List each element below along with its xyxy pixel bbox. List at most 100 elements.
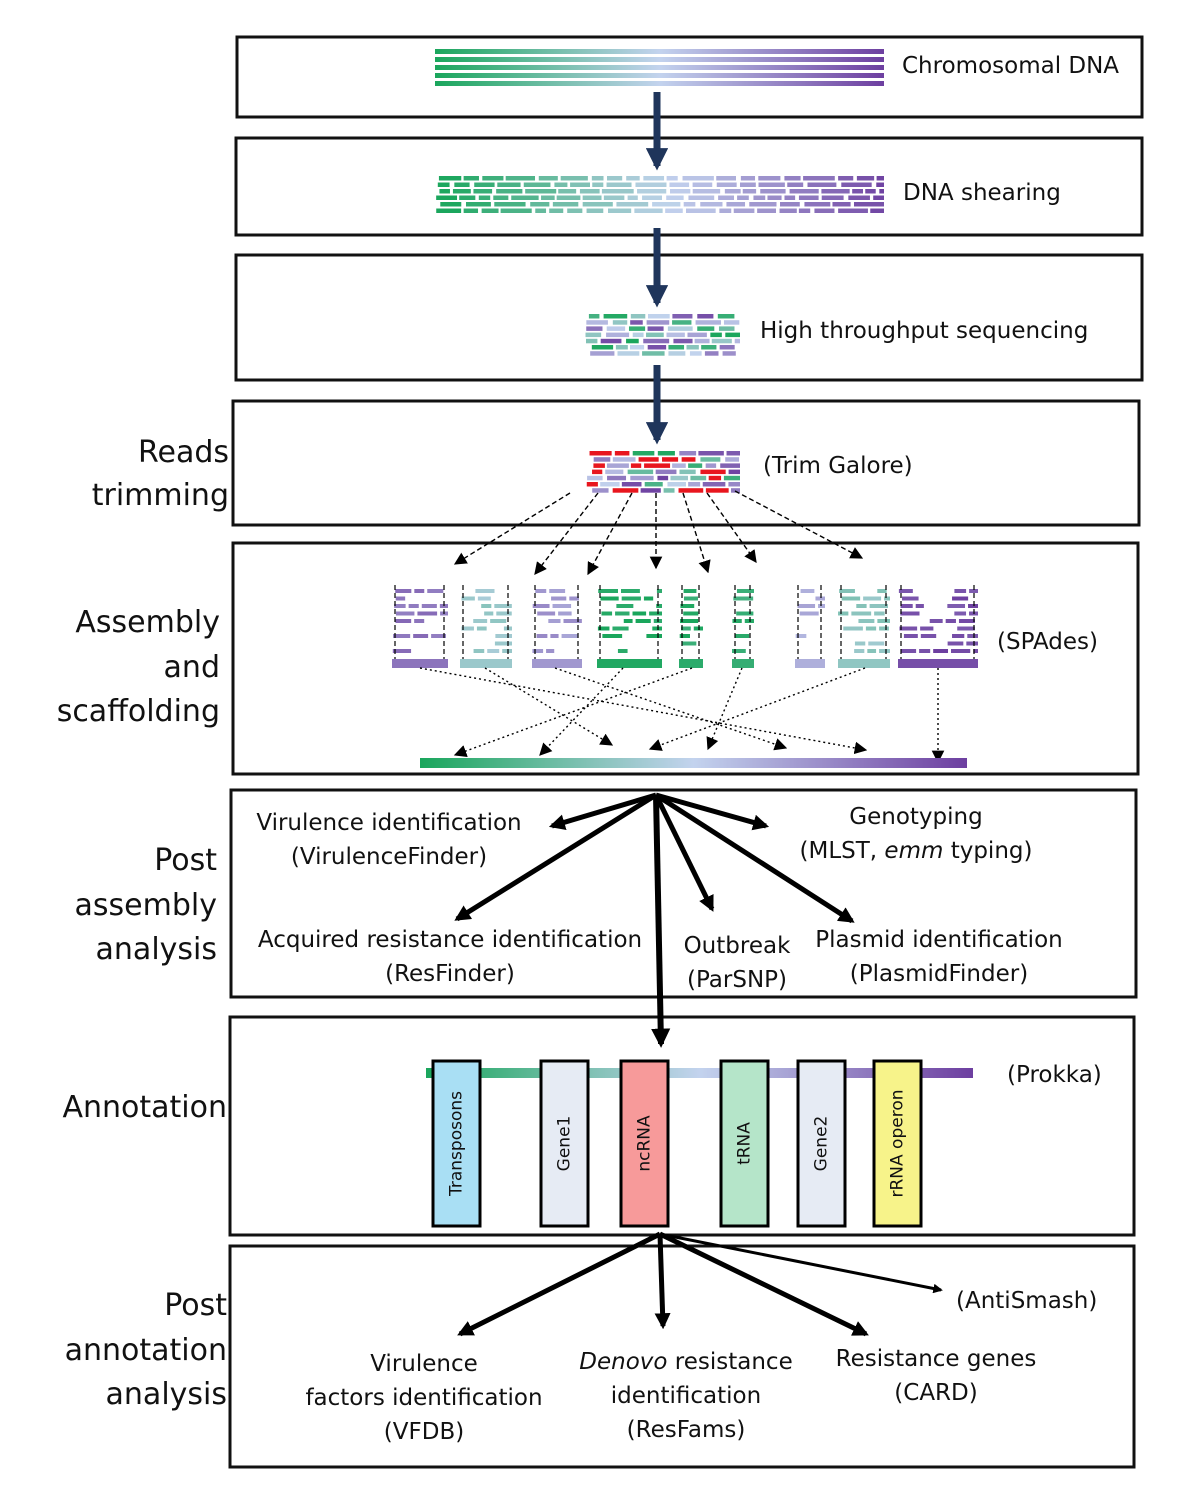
dna-fragment bbox=[482, 176, 504, 181]
trimmed-read bbox=[702, 482, 726, 487]
sequence-read bbox=[647, 314, 670, 319]
dna-fragment bbox=[848, 195, 870, 200]
resfams-label: (ResFams) bbox=[627, 1417, 746, 1443]
sequence-read bbox=[630, 314, 646, 319]
sequence-read bbox=[630, 320, 643, 325]
dna-fragment bbox=[465, 202, 491, 207]
sequence-read bbox=[646, 332, 664, 338]
trimmed-read bbox=[725, 457, 740, 462]
dna-fragment bbox=[852, 189, 864, 194]
contig-read bbox=[815, 596, 825, 601]
contig-read bbox=[413, 634, 429, 638]
contig-bar bbox=[795, 659, 825, 668]
post-assembly-box bbox=[229, 788, 1138, 999]
dna-fragment bbox=[494, 202, 526, 207]
genotyping-methods-label: (MLST, emm typing) bbox=[800, 838, 1033, 864]
contig-read bbox=[476, 626, 487, 631]
dna-fragment bbox=[558, 189, 577, 194]
contig-read bbox=[799, 611, 819, 616]
trimmed-read bbox=[657, 475, 669, 481]
scaffold-bar bbox=[420, 758, 967, 768]
contig-read bbox=[865, 626, 877, 631]
trimmed-read bbox=[657, 451, 675, 456]
post-annotation-side-label-2: annotation bbox=[65, 1333, 227, 1368]
contig-read bbox=[877, 589, 887, 593]
sequence-read bbox=[734, 338, 740, 344]
contig-read bbox=[973, 649, 978, 653]
contig-read bbox=[868, 641, 885, 646]
trimmed-read bbox=[690, 475, 707, 481]
dna-fragment bbox=[865, 189, 876, 194]
contig-read bbox=[795, 634, 807, 638]
sequence-read bbox=[628, 326, 646, 331]
dna-fragment bbox=[556, 195, 581, 200]
contig-read bbox=[561, 634, 578, 638]
dna-fragment bbox=[779, 208, 797, 213]
dna-fragment bbox=[440, 202, 462, 207]
sequence-read bbox=[668, 351, 686, 356]
contig-read bbox=[649, 611, 662, 616]
dna-fragment bbox=[670, 189, 691, 194]
dna-fragment bbox=[784, 195, 796, 200]
contig-read bbox=[732, 619, 742, 623]
feature-box bbox=[872, 1059, 923, 1228]
trimmed-read bbox=[655, 469, 677, 475]
feature-label: ncRNA bbox=[635, 1115, 655, 1172]
dna-fragment bbox=[838, 176, 854, 181]
dna-fragment bbox=[642, 195, 662, 200]
contig-read bbox=[617, 649, 628, 653]
trimmed-read bbox=[593, 457, 611, 462]
dna-fragment bbox=[807, 182, 837, 187]
dna-fragment bbox=[876, 176, 884, 181]
contig-read bbox=[744, 619, 754, 623]
dna-fragment bbox=[437, 182, 450, 187]
contig-read bbox=[537, 611, 556, 616]
dna-fragment bbox=[635, 182, 667, 187]
trimmed-read bbox=[606, 463, 629, 468]
resfinder-label: (ResFinder) bbox=[385, 961, 515, 987]
contig-read bbox=[532, 649, 544, 653]
contig-read bbox=[427, 589, 444, 593]
contig-read bbox=[966, 641, 978, 646]
contig-read bbox=[646, 634, 662, 638]
contig-read bbox=[732, 649, 746, 653]
contig-read bbox=[900, 611, 920, 616]
contig-read bbox=[841, 596, 861, 601]
dna-fragment bbox=[582, 202, 613, 207]
feature-box bbox=[539, 1059, 590, 1228]
sequence-read bbox=[586, 326, 603, 331]
dna-fragment bbox=[758, 182, 785, 187]
dna-fragment bbox=[683, 202, 696, 207]
contig-read bbox=[682, 641, 697, 646]
card-label: (CARD) bbox=[894, 1380, 977, 1406]
sequencing-label: High throughput sequencing bbox=[760, 318, 1088, 344]
dna-fragment bbox=[669, 182, 690, 187]
contig-read bbox=[954, 611, 967, 616]
contig-read bbox=[736, 611, 754, 616]
dna-fragment bbox=[496, 189, 523, 194]
dna-fragment bbox=[560, 176, 588, 181]
adapter-segment bbox=[592, 469, 603, 475]
dna-fragment bbox=[798, 195, 819, 200]
contig-read bbox=[395, 589, 412, 593]
dna-fragment bbox=[804, 202, 831, 207]
contig-read bbox=[558, 611, 572, 616]
sequence-read bbox=[615, 345, 628, 350]
contig-read bbox=[495, 634, 512, 638]
vfdb-line-2: factors identification bbox=[305, 1385, 542, 1411]
dna-fragment bbox=[452, 189, 471, 194]
dna-fragment bbox=[838, 208, 868, 213]
trimmed-read bbox=[592, 488, 609, 493]
trimming-side-label-1: Reads bbox=[138, 435, 229, 470]
dna-fragment bbox=[474, 182, 495, 187]
dna-fragment bbox=[579, 189, 600, 194]
virulencefinder-label: (VirulenceFinder) bbox=[291, 844, 487, 870]
contig-read bbox=[548, 619, 561, 623]
dna-fragment bbox=[603, 195, 625, 200]
dna-fragment bbox=[511, 195, 539, 200]
contig-bar bbox=[838, 659, 890, 668]
dna-fragment bbox=[439, 189, 450, 194]
sequence-read bbox=[672, 314, 693, 319]
